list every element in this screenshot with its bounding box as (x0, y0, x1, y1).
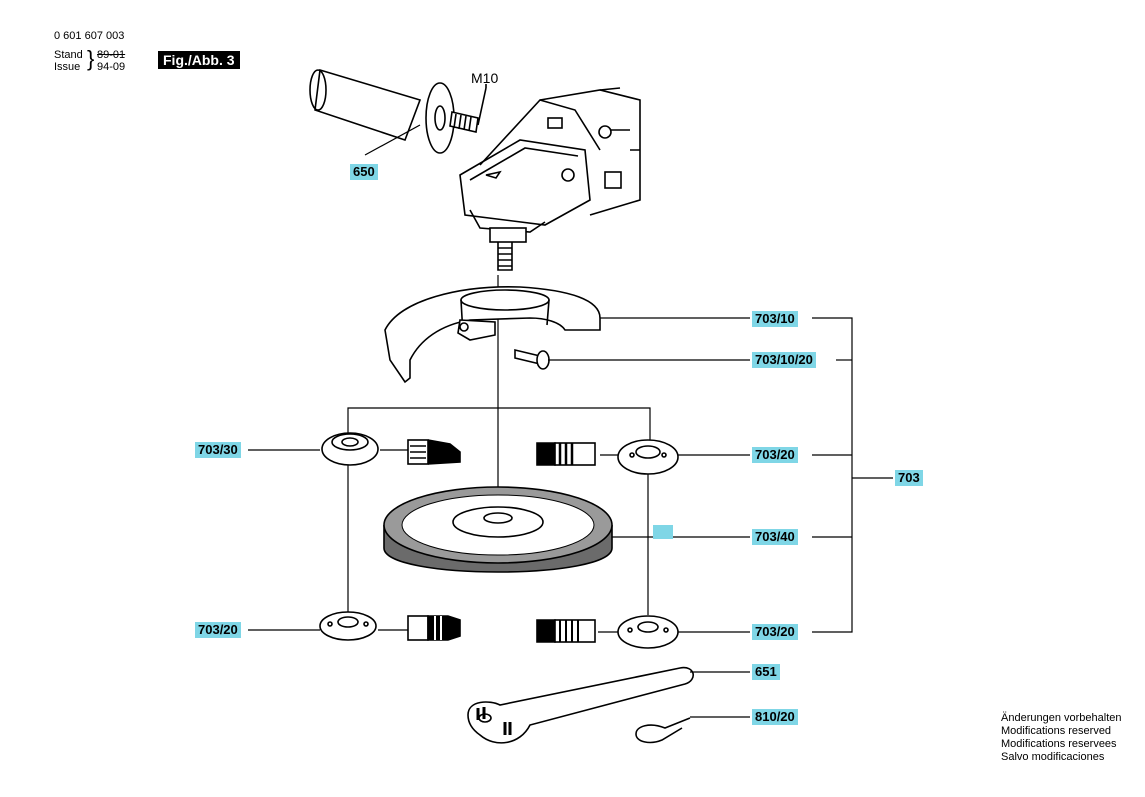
callout-703-20-bottom-left: 703/20 (195, 622, 241, 638)
side-handle-icon (309, 68, 487, 154)
thread-label: M10 (471, 70, 499, 86)
grinding-wheel-icon (383, 486, 613, 573)
callout-650: 650 (350, 164, 378, 180)
flange-top-right-icon (536, 439, 679, 475)
wheel-guard-icon (384, 286, 601, 384)
callout-810-20: 810/20 (752, 709, 798, 725)
issue-value: 94-09 (97, 61, 126, 73)
issue-label: Issue (54, 61, 81, 73)
part-number: 0 601 607 003 (54, 30, 125, 42)
note-es: Salvo modificaciones (1001, 751, 1105, 763)
figure-title: Fig./Abb. 3 (158, 51, 240, 69)
callout-703-10: 703/10 (752, 311, 798, 327)
callout-703-40: 703/40 (752, 529, 798, 545)
highlight-marker (653, 525, 673, 539)
flange-top-left-icon (321, 432, 461, 466)
stand-value: 89-01 (97, 49, 126, 61)
notes: Änderungen vorbehalten Modifications res… (1001, 712, 1121, 764)
stand-label: Stand (54, 49, 83, 61)
retaining-ring-icon (635, 717, 691, 744)
callout-703-20-top: 703/20 (752, 447, 798, 463)
flange-bottom-left-icon (319, 611, 461, 641)
spanner-icon (467, 666, 694, 744)
angle-grinder-icon (459, 87, 641, 271)
note-de: Änderungen vorbehalten (1001, 712, 1122, 724)
callout-703-20-bottom-right: 703/20 (752, 624, 798, 640)
note-fr: Modifications reservees (1001, 738, 1117, 750)
brace-icon: } (87, 46, 95, 71)
callout-703: 703 (895, 470, 923, 486)
callout-703-10-20: 703/10/20 (752, 352, 816, 368)
flange-bottom-right-icon (536, 615, 679, 649)
callout-703-30: 703/30 (195, 442, 241, 458)
callout-651: 651 (752, 664, 780, 680)
note-en: Modifications reserved (1001, 725, 1112, 737)
